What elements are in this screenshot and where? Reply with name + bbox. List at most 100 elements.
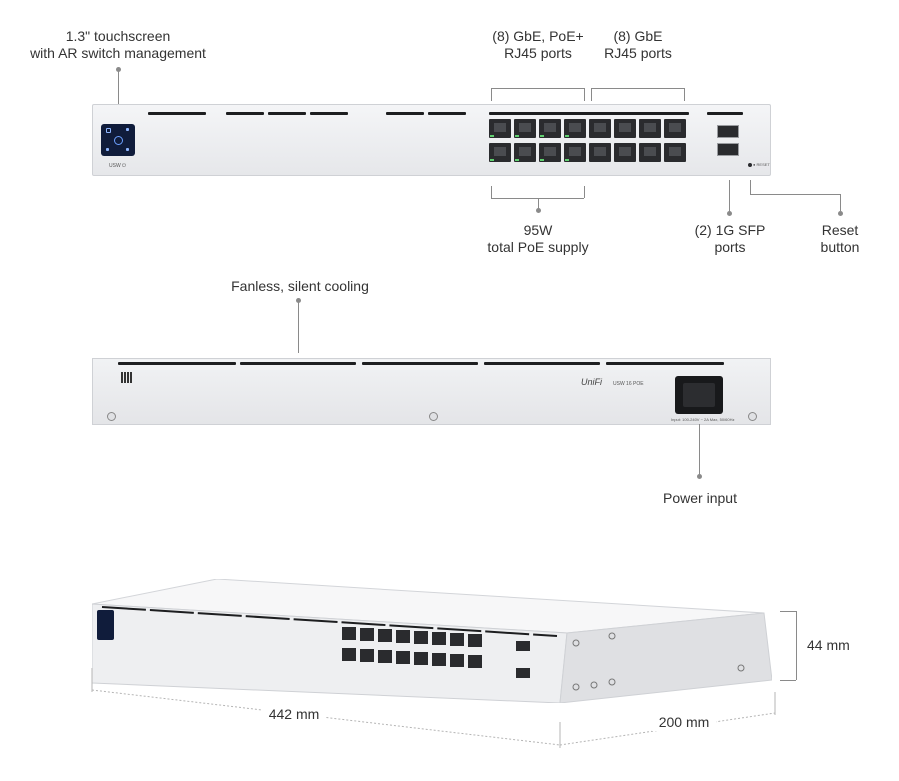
- touchscreen[interactable]: [101, 124, 135, 156]
- vent-slot: [606, 362, 724, 365]
- poe-bracket-left: [491, 88, 492, 101]
- vent-slot: [489, 112, 689, 115]
- rj45-port[interactable]: [614, 143, 636, 162]
- reset-label-line2: button: [820, 239, 860, 255]
- poe-supply-label: 95W total PoE supply: [468, 222, 608, 256]
- poe-supply-bracket-left: [491, 186, 492, 198]
- vent-slot: [707, 112, 743, 115]
- gbe-label: (8) GbE RJ45 ports: [598, 28, 678, 62]
- gbe-label-line1: (8) GbE: [613, 28, 663, 44]
- touchscreen-leader: [118, 70, 119, 104]
- reset-leader-dot: [838, 211, 843, 216]
- screen-status-ring: [114, 136, 123, 145]
- switch-perspective: [92, 579, 772, 703]
- reset-label: Reset button: [805, 222, 875, 256]
- poe-supply-label-line1: 95W: [523, 222, 553, 238]
- rj45-port[interactable]: [639, 119, 661, 138]
- vent-slot: [428, 112, 466, 115]
- screw-icon: [748, 412, 757, 421]
- vent-slot: [484, 362, 600, 365]
- vent-slot: [240, 362, 356, 365]
- rj45-port[interactable]: [639, 143, 661, 162]
- rj45-port-block: [489, 119, 689, 165]
- screen-signal-icon: [126, 128, 129, 131]
- qr-code-icon: [121, 372, 132, 383]
- touchscreen-leader-dot: [116, 67, 121, 72]
- sfp-port[interactable]: [717, 125, 739, 138]
- gbe-poe-label: (8) GbE, PoE+ RJ45 ports: [478, 28, 598, 62]
- vent-slot: [226, 112, 264, 115]
- screen-home-icon: [106, 128, 111, 133]
- gbe-bracket-right: [684, 88, 685, 101]
- vent-slot: [362, 362, 478, 365]
- front-logo: USW ⏻: [109, 163, 127, 169]
- rj45-port[interactable]: [489, 119, 511, 138]
- power-leader: [699, 424, 700, 476]
- screen-settings-icon: [126, 148, 129, 151]
- front-panel: USW ⏻ ● RESET: [92, 104, 771, 176]
- sfp-leader-dot: [727, 211, 732, 216]
- rj45-port[interactable]: [664, 143, 686, 162]
- reset-label-line1: Reset: [821, 222, 859, 238]
- gbe-label-line2: RJ45 ports: [604, 45, 672, 61]
- reset-tag: ● RESET: [753, 162, 770, 167]
- back-panel: UniFi USW 16 POE Input: 100-240V ~ 2A Ma…: [92, 358, 771, 425]
- fanless-label: Fanless, silent cooling: [231, 278, 369, 294]
- gbe-bracket: [591, 88, 684, 89]
- sfp-label: (2) 1G SFP ports: [685, 222, 775, 256]
- sfp-label-line1: (2) 1G SFP: [694, 222, 766, 238]
- reset-hole-icon[interactable]: [748, 163, 752, 167]
- height-dim-line: [796, 611, 797, 680]
- fanless-leader: [298, 301, 299, 353]
- rj45-port[interactable]: [539, 143, 561, 162]
- gbe-bracket-left: [591, 88, 592, 101]
- poe-supply-leader: [538, 198, 539, 210]
- poe-bracket: [491, 88, 584, 89]
- depth-dim-label: 200 mm: [652, 714, 716, 731]
- power-socket[interactable]: [675, 376, 723, 414]
- vent-slot: [148, 112, 206, 115]
- back-brand: UniFi: [581, 377, 603, 387]
- reset-leader-v2: [840, 194, 841, 211]
- height-dim-top: [780, 611, 796, 612]
- screw-icon: [107, 412, 116, 421]
- rj45-port[interactable]: [564, 143, 586, 162]
- screw-icon: [429, 412, 438, 421]
- gbe-poe-label-line1: (8) GbE, PoE+: [492, 28, 584, 44]
- screen-info-icon: [106, 148, 109, 151]
- poe-supply-leader-dot: [536, 208, 541, 213]
- reset-leader-v1: [750, 180, 751, 194]
- sfp-port[interactable]: [717, 143, 739, 156]
- touchscreen-label: 1.3" touchscreen with AR switch manageme…: [28, 28, 208, 62]
- rj45-port[interactable]: [564, 119, 586, 138]
- rj45-port[interactable]: [664, 119, 686, 138]
- vent-slot: [118, 362, 236, 365]
- gbe-poe-label-line2: RJ45 ports: [504, 45, 572, 61]
- rj45-port[interactable]: [589, 143, 611, 162]
- poe-supply-bracket: [491, 198, 584, 199]
- rj45-port[interactable]: [489, 143, 511, 162]
- height-dim-label: 44 mm: [807, 637, 850, 653]
- height-dim-bottom: [780, 680, 796, 681]
- vent-slot: [310, 112, 348, 115]
- rj45-port[interactable]: [614, 119, 636, 138]
- fanless-leader-dot: [296, 298, 301, 303]
- reset-leader-h: [750, 194, 840, 195]
- power-leader-dot: [697, 474, 702, 479]
- rj45-port[interactable]: [589, 119, 611, 138]
- rj45-port[interactable]: [514, 119, 536, 138]
- poe-bracket-right: [584, 88, 585, 101]
- sfp-leader: [729, 180, 730, 213]
- touchscreen-label-line1: 1.3" touchscreen: [65, 28, 171, 44]
- vent-slot: [268, 112, 306, 115]
- width-dim-label: 442 mm: [262, 706, 326, 723]
- poe-supply-label-line2: total PoE supply: [487, 239, 589, 255]
- poe-supply-bracket-right: [584, 186, 585, 198]
- rj45-port[interactable]: [539, 119, 561, 138]
- power-input-label: Power input: [663, 490, 737, 506]
- power-rating: Input: 100-240V ~ 2A Max, 50/60Hz: [671, 417, 735, 422]
- back-model: USW 16 POE: [613, 381, 644, 387]
- rj45-port[interactable]: [514, 143, 536, 162]
- touchscreen-label-line2: with AR switch management: [30, 45, 206, 61]
- sfp-label-line2: ports: [714, 239, 746, 255]
